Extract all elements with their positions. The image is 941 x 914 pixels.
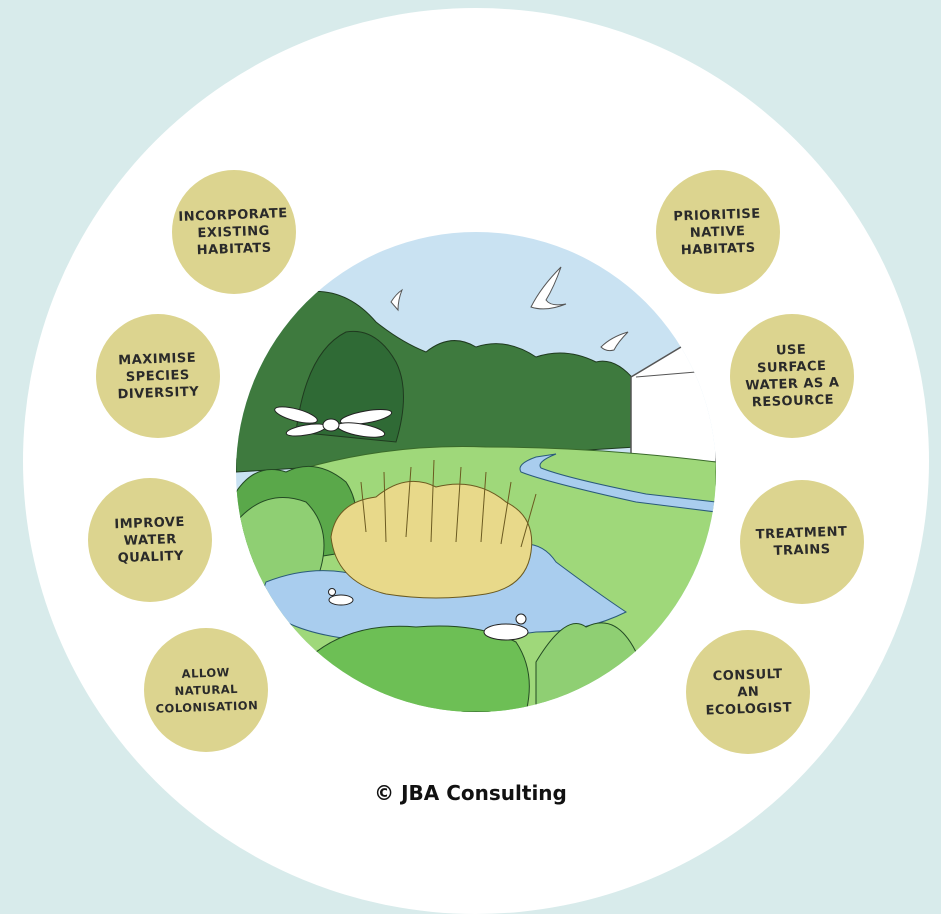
reed-strokes (360, 459, 537, 548)
bird-icon (600, 331, 629, 352)
badge-label: CONSULT AN ECOLOGIST (705, 666, 793, 718)
badge-label: MAXIMISE SPECIES DIVERSITY (117, 350, 200, 402)
badge-treatment-trains: TREATMENT TRAINS (740, 480, 864, 604)
badge-improve-water-quality: IMPROVE WATER QUALITY (88, 478, 212, 602)
badge-consult-an-ecologist: CONSULT AN ECOLOGIST (686, 630, 810, 754)
bird-icon (390, 288, 404, 312)
bird-icon (530, 266, 567, 310)
badge-incorporate-existing-habitats: INCORPORATE EXISTING HABITATS (172, 170, 296, 294)
badge-label: TREATMENT TRAINS (755, 524, 848, 559)
copyright-credit: © JBA Consulting (374, 781, 567, 805)
badge-label: IMPROVE WATER QUALITY (113, 514, 185, 566)
house-roofline (635, 371, 697, 378)
dragonfly-icon (274, 406, 393, 438)
badge-maximise-species-diversity: MAXIMISE SPECIES DIVERSITY (96, 314, 220, 438)
badge-allow-natural-colonisation: ALLOW NATURAL COLONISATION (144, 628, 268, 752)
badge-prioritise-native-habitats: PRIORITISE NATIVE HABITATS (656, 170, 780, 294)
duck (483, 613, 529, 641)
stream (519, 453, 716, 513)
badge-use-surface-water: USE SURFACE WATER AS A RESOURCE (730, 314, 854, 438)
duck (328, 588, 354, 606)
wetland-illustration (236, 232, 716, 712)
badge-label: USE SURFACE WATER AS A RESOURCE (745, 342, 840, 411)
bush-left-light (236, 497, 325, 593)
